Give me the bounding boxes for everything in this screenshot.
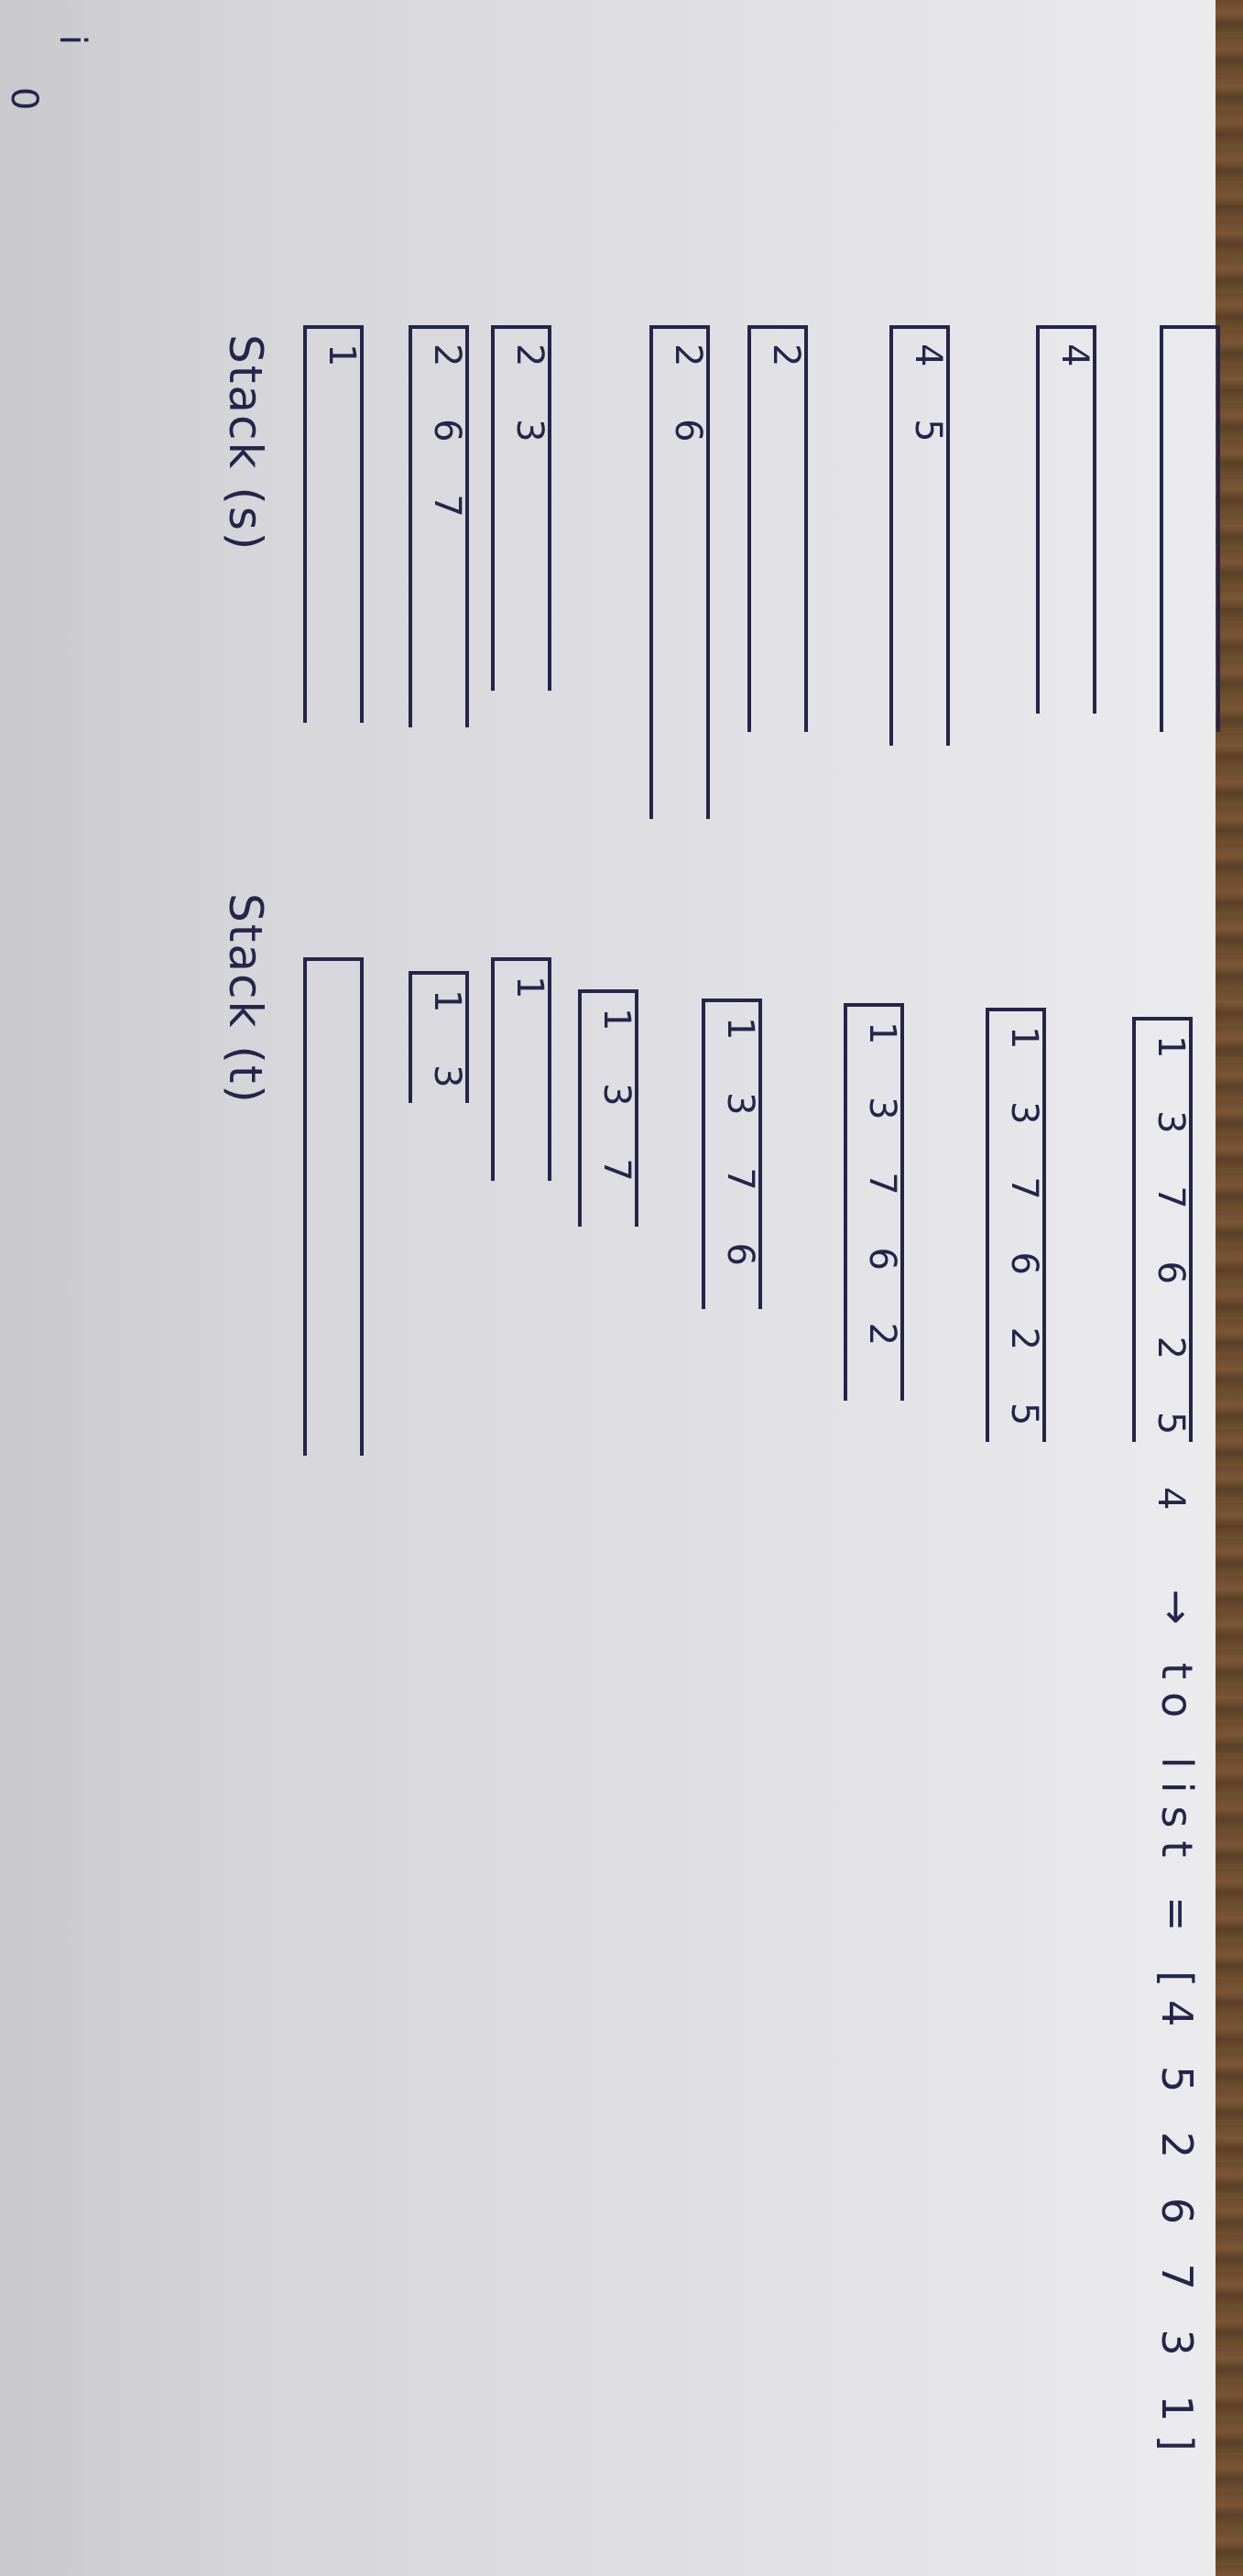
stack-s-state-6-label: 4 5 bbox=[907, 344, 949, 463]
stack-s-state-4: 2 6 bbox=[649, 325, 710, 819]
stack-t-state-5-label: 1 3 7 6 bbox=[719, 1017, 761, 1286]
stack-s-state-3: 2 6 7 bbox=[409, 325, 469, 727]
stack-t-state-7-label: 1 3 7 6 2 5 bbox=[1003, 1026, 1045, 1446]
result-text: to list = [4 5 2 6 7 3 1] bbox=[1152, 1663, 1202, 2464]
stack-s-state-4-label: 2 6 bbox=[667, 344, 709, 463]
stack-s-state-7-label: 4 bbox=[1053, 344, 1096, 387]
stack-t-state-4: 1 3 7 bbox=[578, 989, 638, 1227]
stack-s-state-6: 4 5 bbox=[889, 325, 950, 746]
index-zero-mark: 0 bbox=[3, 87, 45, 111]
stack-t-state-6: 1 3 7 6 2 bbox=[844, 1003, 904, 1401]
stack-s-state-3-label: 2 6 7 bbox=[426, 344, 468, 538]
stack-t-state-2: 1 bbox=[491, 957, 551, 1181]
stack-s-state-5: 2 bbox=[747, 325, 808, 732]
stack-t-state-8: 1 3 7 6 2 5 4 bbox=[1132, 1017, 1193, 1530]
stack-s-state-8 bbox=[1160, 325, 1220, 732]
stack-t-header: Stack (t) bbox=[219, 893, 272, 1105]
stack-t-state-5: 1 3 7 6 bbox=[702, 999, 762, 1309]
stack-s-state-5-label: 2 bbox=[765, 344, 807, 387]
stack-t-state-6-label: 1 3 7 6 2 bbox=[861, 1021, 903, 1367]
stack-s-header: Stack (s) bbox=[219, 334, 272, 552]
stack-t-state-4-label: 1 3 7 bbox=[595, 1008, 638, 1202]
index-i-mark: i bbox=[51, 35, 93, 46]
stack-t-state-2-label: 1 bbox=[508, 976, 551, 1020]
stack-s-state-2-label: 2 3 bbox=[508, 344, 551, 463]
stack-s-state-1: 1 bbox=[303, 325, 364, 723]
stack-s-state-1-label: 1 bbox=[321, 344, 363, 387]
stack-t-state-3-label: 1 3 bbox=[426, 989, 468, 1108]
stack-t-state-1 bbox=[303, 957, 364, 1456]
stack-t-state-7: 1 3 7 6 2 5 bbox=[986, 1008, 1046, 1446]
stack-s-state-7: 4 bbox=[1036, 325, 1096, 714]
stack-t-state-8-label: 1 3 7 6 2 5 4 bbox=[1150, 1035, 1192, 1531]
stack-s-state-2: 2 3 bbox=[491, 325, 551, 691]
stack-t-state-3: 1 3 bbox=[409, 971, 469, 1108]
wooden-table-edge bbox=[1216, 0, 1243, 2576]
result-arrow: → bbox=[1152, 1589, 1202, 1638]
